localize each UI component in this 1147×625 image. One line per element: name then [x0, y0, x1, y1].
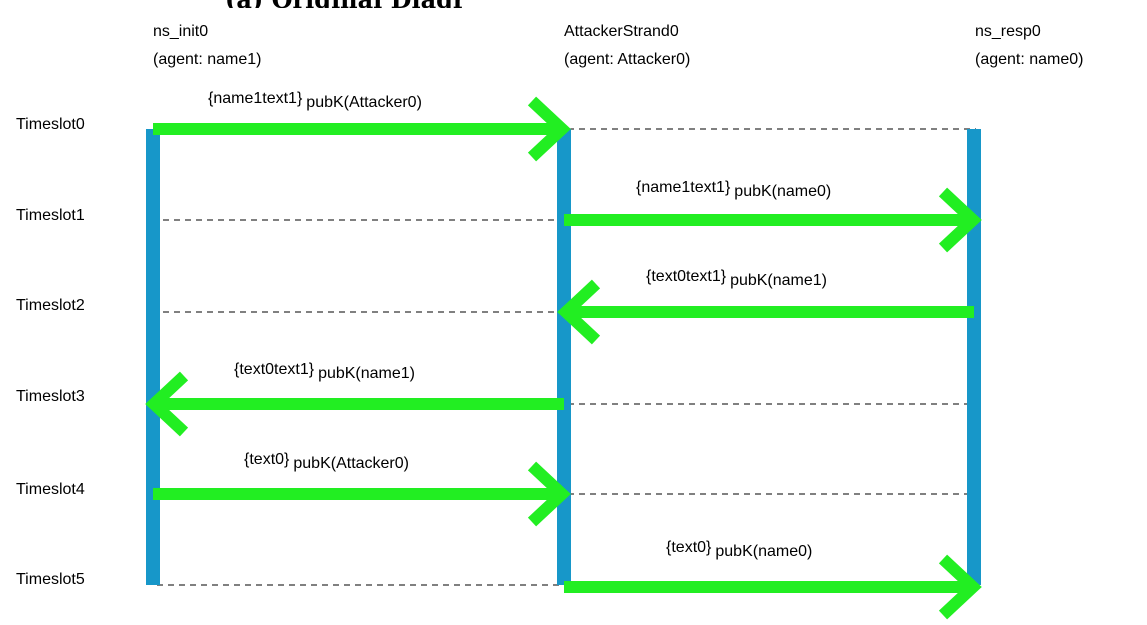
lifeline-attacker-strand0 [557, 129, 571, 585]
lifeline-ns-init0 [146, 129, 160, 585]
lifelines [146, 129, 981, 585]
arrowhead-slot4 [527, 461, 571, 527]
timeslot-label: Timeslot4 [16, 481, 85, 498]
message-key: pubK(name1) [730, 272, 828, 289]
timeslot-label: Timeslot3 [16, 388, 85, 405]
message-label: {text0}pubK(name0) [666, 539, 813, 562]
message-label: {name1text1}pubK(name0) [636, 179, 832, 202]
figure-title: (a) Original Diagram [225, 0, 465, 8]
message-arrows [145, 96, 982, 620]
message-label: {text0text1}pubK(name1) [646, 268, 828, 291]
timeslot-label: Timeslot1 [16, 207, 85, 224]
message-label: {name1text1}pubK(Attacker0) [208, 90, 422, 113]
lane-name: ns_init0 [153, 23, 209, 40]
message-label: {text0}pubK(Attacker0) [244, 451, 409, 474]
timeslot-label: Timeslot5 [16, 571, 85, 588]
lane-header-ns-init0: ns_init0 (agent: name1) [153, 18, 262, 74]
arrowhead-slot5 [938, 554, 982, 620]
lane-name: ns_resp0 [975, 23, 1041, 40]
message-payload: {text0} [666, 539, 712, 556]
lane-agent: (agent: name0) [975, 51, 1084, 68]
message-label: {text0text1}pubK(name1) [234, 361, 416, 384]
message-payload: {text0} [244, 451, 290, 468]
message-key: pubK(name0) [734, 183, 832, 200]
arrowhead-slot0 [527, 96, 571, 162]
message-payload: {text0text1} [234, 361, 315, 378]
lane-header-ns-resp0: ns_resp0 (agent: name0) [975, 18, 1084, 74]
timeslot-label: Timeslot2 [16, 297, 85, 314]
timeslot-label: Timeslot0 [16, 116, 85, 133]
message-payload: {name1text1} [208, 90, 303, 107]
message-key: pubK(Attacker0) [293, 455, 409, 472]
lane-name: AttackerStrand0 [564, 23, 679, 40]
message-key: pubK(name0) [715, 543, 813, 560]
message-key: pubK(Attacker0) [306, 94, 422, 111]
lane-agent: (agent: Attacker0) [564, 51, 691, 68]
message-payload: {text0text1} [646, 268, 727, 285]
message-payload: {name1text1} [636, 179, 731, 196]
arrowhead-slot3 [145, 371, 189, 437]
message-key: pubK(name1) [318, 365, 416, 382]
arrowhead-slot2 [557, 279, 601, 345]
lifeline-ns-resp0 [967, 129, 981, 585]
lane-header-attacker-strand0: AttackerStrand0 (agent: Attacker0) [564, 18, 690, 74]
arrowhead-slot1 [938, 187, 982, 253]
timeslot-gridlines [157, 128, 976, 586]
lane-agent: (agent: name1) [153, 51, 262, 68]
